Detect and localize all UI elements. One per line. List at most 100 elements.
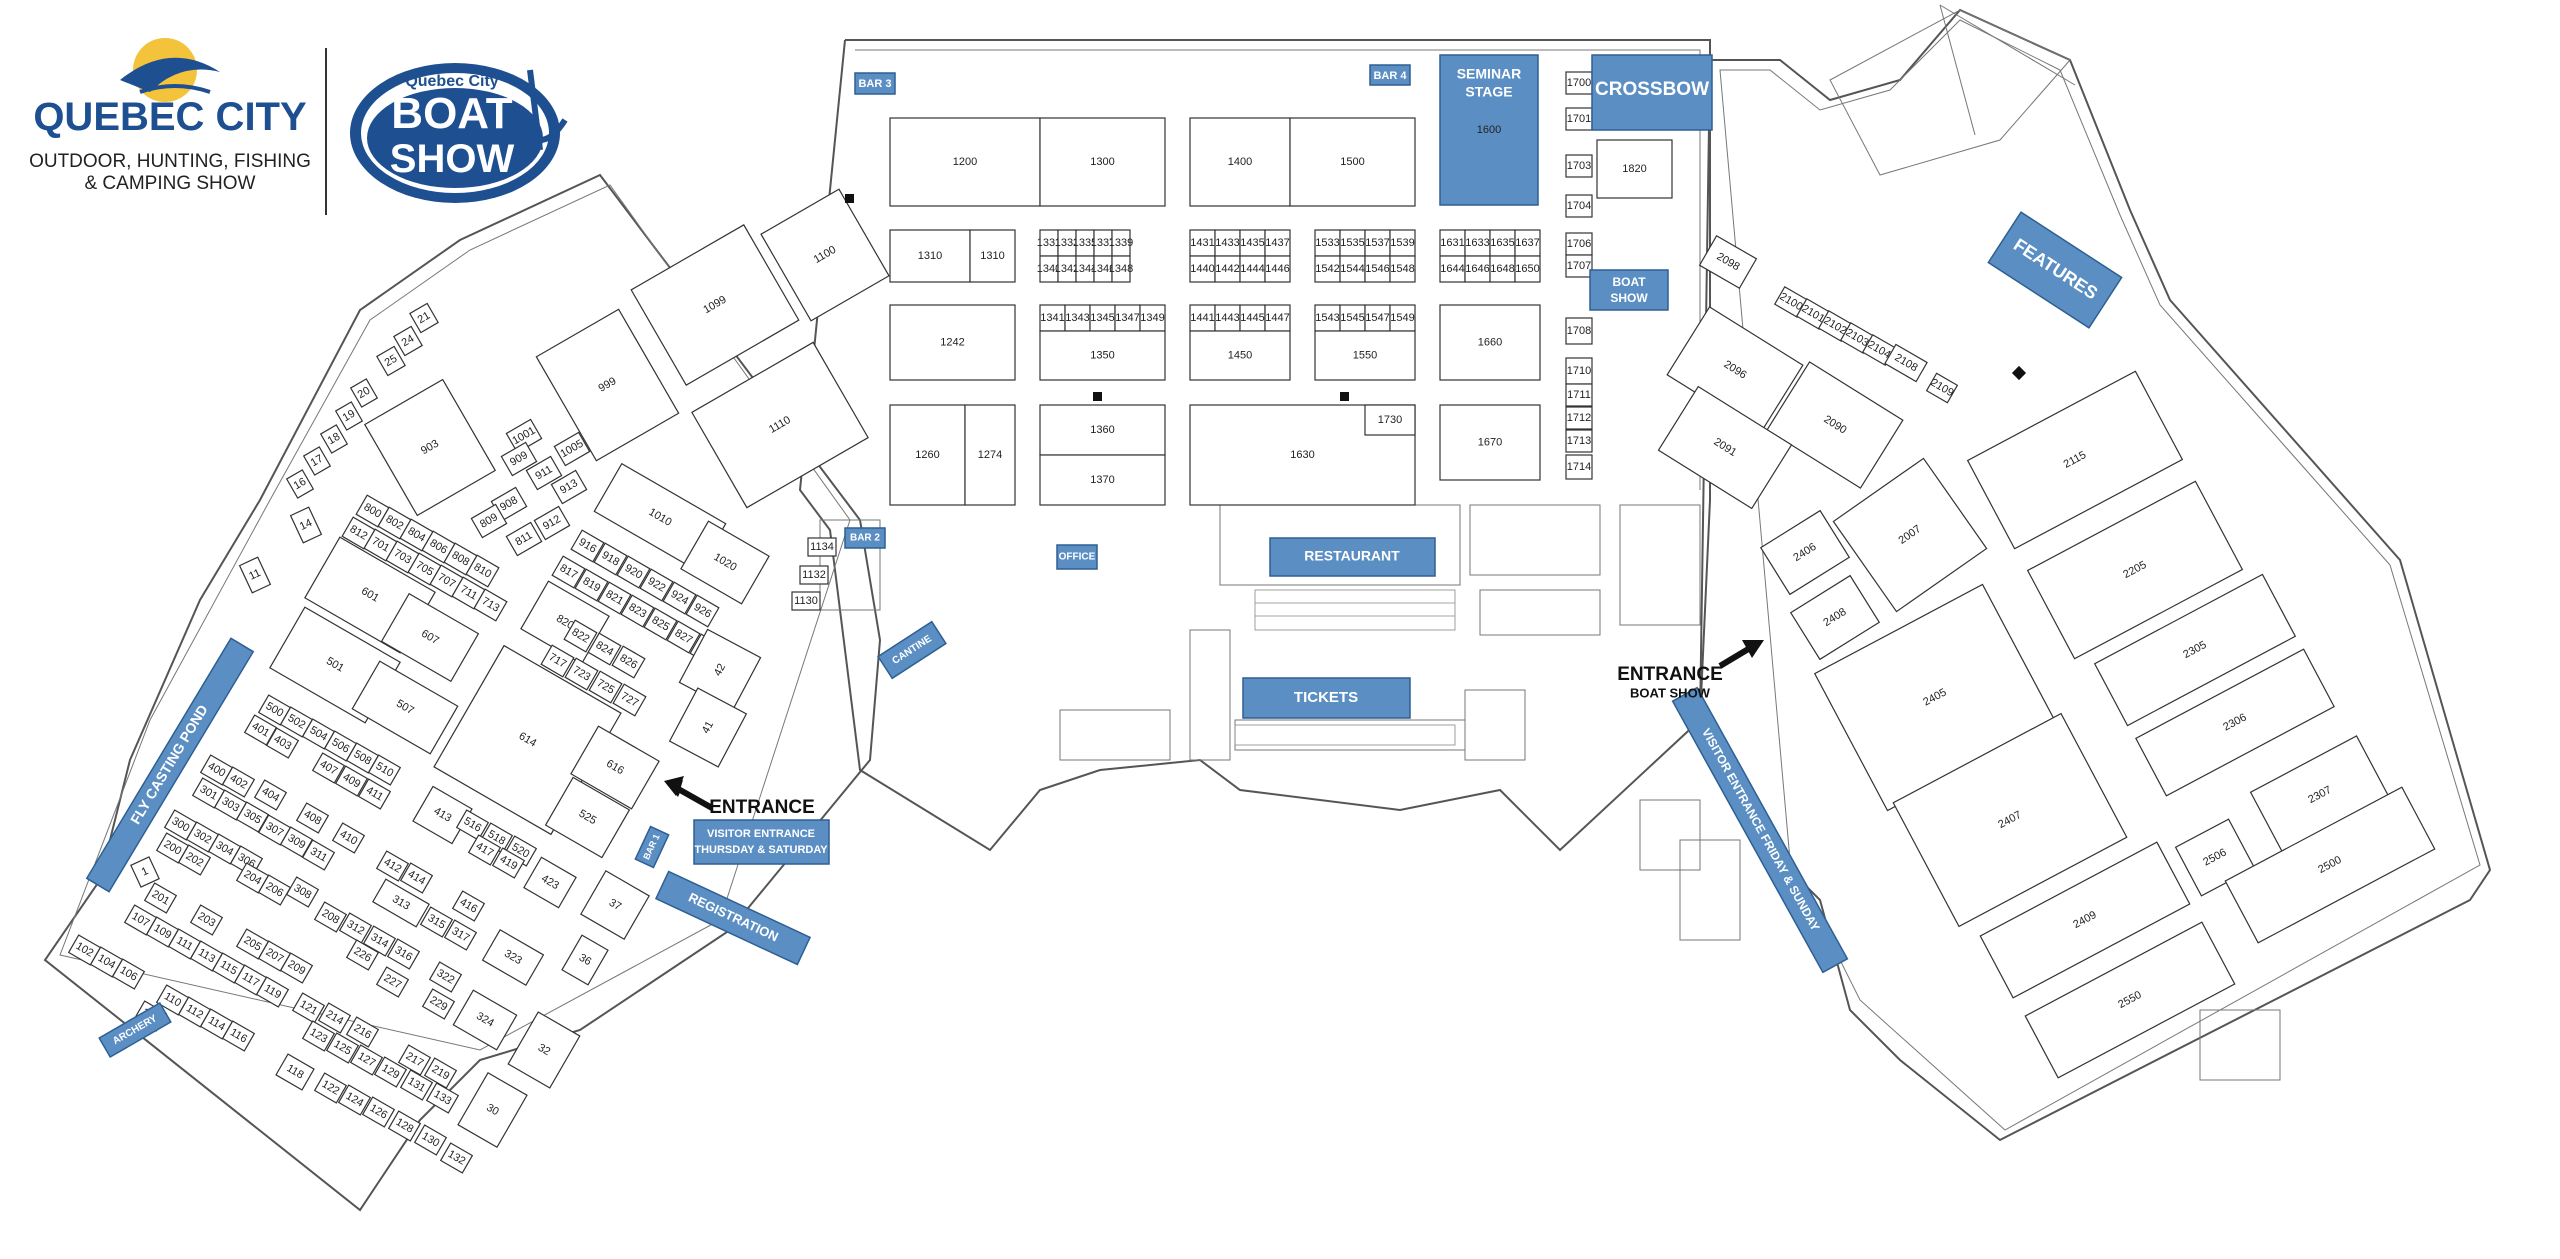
booth-1242[interactable]: 1242 bbox=[889, 304, 1016, 381]
booth-outline[interactable] bbox=[1239, 304, 1266, 332]
booth-outline[interactable] bbox=[680, 520, 770, 605]
booth-outline[interactable] bbox=[319, 424, 349, 454]
booth-outline[interactable] bbox=[791, 591, 821, 611]
booth-outline[interactable] bbox=[662, 581, 697, 615]
booth-317[interactable]: 317 bbox=[443, 919, 478, 951]
booth-823[interactable]: 823 bbox=[620, 594, 655, 628]
booth-outline[interactable] bbox=[1565, 383, 1593, 407]
booth-outline[interactable] bbox=[1698, 234, 1758, 290]
booth-416[interactable]: 416 bbox=[451, 890, 486, 922]
booth-126[interactable]: 126 bbox=[361, 1096, 396, 1128]
booth-outline[interactable] bbox=[311, 752, 346, 784]
booth-808[interactable]: 808 bbox=[443, 542, 478, 576]
booth-outline[interactable] bbox=[255, 976, 290, 1008]
booth-1633[interactable]: 1633 bbox=[1464, 229, 1491, 257]
booth-403[interactable]: 403 bbox=[265, 727, 300, 759]
booth-207[interactable]: 207 bbox=[257, 940, 292, 972]
booth-825[interactable]: 825 bbox=[643, 607, 678, 641]
booth-316[interactable]: 316 bbox=[386, 938, 421, 970]
booth-outline[interactable] bbox=[964, 404, 1016, 506]
booth-outline[interactable] bbox=[587, 632, 622, 666]
booth-822[interactable]: 822 bbox=[563, 619, 598, 653]
booth-outline[interactable] bbox=[563, 619, 598, 653]
booth-1447[interactable]: 1447 bbox=[1264, 304, 1291, 332]
booth-1660[interactable]: 1660 bbox=[1439, 304, 1541, 381]
booth-1441[interactable]: 1441 bbox=[1189, 304, 1216, 332]
booth-outline[interactable] bbox=[349, 1044, 384, 1076]
booth-outline[interactable] bbox=[1264, 229, 1291, 257]
booth-206[interactable]: 206 bbox=[257, 874, 292, 906]
booth-2108[interactable]: 2108 bbox=[1884, 343, 1928, 383]
booth-411[interactable]: 411 bbox=[357, 778, 392, 810]
booth-1542[interactable]: 1542 bbox=[1314, 255, 1341, 283]
booth-109[interactable]: 109 bbox=[145, 916, 180, 948]
booth-outline[interactable] bbox=[351, 660, 459, 755]
booth-outline[interactable] bbox=[1189, 330, 1291, 381]
booth-903[interactable]: 903 bbox=[363, 378, 497, 517]
booth-outline[interactable] bbox=[639, 568, 674, 602]
booth-outline[interactable] bbox=[491, 847, 526, 879]
booth-1635[interactable]: 1635 bbox=[1489, 229, 1516, 257]
booth-1100[interactable]: 1100 bbox=[760, 188, 890, 322]
booth-129[interactable]: 129 bbox=[373, 1056, 408, 1088]
booth-outline[interactable] bbox=[1214, 255, 1241, 283]
booth-1435[interactable]: 1435 bbox=[1239, 229, 1266, 257]
booth-1711[interactable]: 1711 bbox=[1565, 383, 1593, 407]
booth-1335[interactable]: 1335 bbox=[1073, 229, 1097, 257]
booth-outline[interactable] bbox=[130, 856, 160, 888]
booth-outline[interactable] bbox=[357, 778, 392, 810]
booth-outline[interactable] bbox=[564, 657, 599, 691]
booth-outline[interactable] bbox=[1039, 330, 1166, 381]
booth-outline[interactable] bbox=[1514, 255, 1541, 283]
booth-2305[interactable]: 2305 bbox=[2093, 573, 2297, 727]
booth-outline[interactable] bbox=[1039, 304, 1066, 332]
booth-1546[interactable]: 1546 bbox=[1364, 255, 1391, 283]
booth-outline[interactable] bbox=[1892, 712, 2128, 928]
booth-404[interactable]: 404 bbox=[253, 779, 288, 811]
booth-1550[interactable]: 1550 bbox=[1314, 330, 1416, 381]
booth-outline[interactable] bbox=[143, 882, 178, 914]
booth-outline[interactable] bbox=[289, 506, 323, 544]
booth-outline[interactable] bbox=[668, 687, 748, 768]
booth-2306[interactable]: 2306 bbox=[2135, 648, 2335, 797]
booth-1130[interactable]: 1130 bbox=[791, 591, 821, 611]
booth-2115[interactable]: 2115 bbox=[1966, 370, 2184, 550]
booth-outline[interactable] bbox=[570, 725, 660, 810]
booth-outline[interactable] bbox=[275, 1053, 315, 1091]
booth-outline[interactable] bbox=[643, 607, 678, 641]
booth-21[interactable]: 21 bbox=[409, 302, 439, 334]
booth-817[interactable]: 817 bbox=[551, 555, 586, 589]
booth-outline[interactable] bbox=[285, 876, 320, 908]
booth-2500[interactable]: 2500 bbox=[2224, 786, 2436, 944]
booth-outline[interactable] bbox=[419, 906, 454, 938]
booth-outline[interactable] bbox=[525, 455, 563, 491]
booth-1500[interactable]: 1500 bbox=[1289, 117, 1416, 207]
booth-1339[interactable]: 1339 bbox=[1109, 229, 1133, 257]
booth-outline[interactable] bbox=[1111, 255, 1131, 283]
booth-312[interactable]: 312 bbox=[338, 912, 373, 944]
booth-2408[interactable]: 2408 bbox=[1789, 574, 1881, 661]
booth-301[interactable]: 301 bbox=[191, 777, 226, 809]
booth-128[interactable]: 128 bbox=[387, 1110, 422, 1142]
booth-414[interactable]: 414 bbox=[399, 862, 434, 894]
booth-313[interactable]: 313 bbox=[372, 878, 430, 928]
booth-1433[interactable]: 1433 bbox=[1214, 229, 1241, 257]
booth-1712[interactable]: 1712 bbox=[1565, 406, 1593, 430]
booth-outline[interactable] bbox=[889, 304, 1016, 381]
booth-1539[interactable]: 1539 bbox=[1389, 229, 1416, 257]
booth-outline[interactable] bbox=[1565, 357, 1593, 385]
booth-outline[interactable] bbox=[457, 1071, 528, 1149]
booth-outline[interactable] bbox=[588, 670, 623, 704]
visitor-entrance-fri-sun[interactable] bbox=[1671, 686, 1849, 974]
booth-outline[interactable] bbox=[380, 592, 480, 683]
booth-302[interactable]: 302 bbox=[185, 821, 220, 853]
booth-2550[interactable]: 2550 bbox=[2024, 921, 2236, 1079]
booth-outline[interactable] bbox=[535, 308, 680, 462]
booth-1200[interactable]: 1200 bbox=[889, 117, 1041, 207]
booth-131[interactable]: 131 bbox=[399, 1069, 434, 1101]
booth-214[interactable]: 214 bbox=[317, 1002, 352, 1034]
booth-819[interactable]: 819 bbox=[574, 568, 609, 602]
booth-1333[interactable]: 1333 bbox=[1055, 229, 1079, 257]
booth-outline[interactable] bbox=[443, 919, 478, 951]
booth-2007[interactable]: 2007 bbox=[1832, 457, 1988, 613]
